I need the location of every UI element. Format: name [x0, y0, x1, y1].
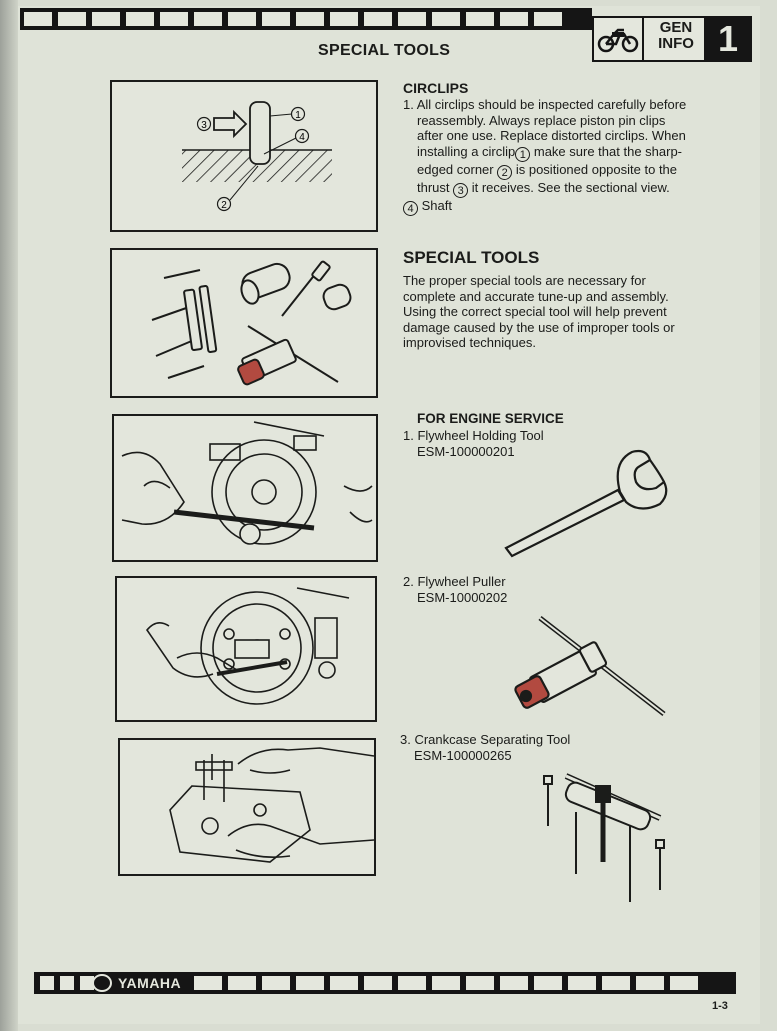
tab-label: GEN INFO — [648, 20, 704, 52]
tool-item-2-code: ESM-10000202 — [417, 589, 508, 605]
flywheel-holding-drawing — [121, 421, 373, 545]
figure-crankcase-separating-use — [118, 738, 376, 876]
tab-divider — [642, 18, 644, 60]
figure-flywheel-puller-use — [115, 576, 377, 722]
circlips-line-3: after one use. Replace distorted circlip… — [417, 128, 686, 143]
circlips-line-6a: thrust — [417, 179, 454, 195]
flywheel-puller-icon — [514, 616, 666, 716]
figure-special-tools — [110, 248, 378, 398]
page-number: 1-3 — [712, 1000, 728, 1012]
tool-item-2-name: 2. Flywheel Puller — [403, 574, 506, 589]
special-tools-line-1: The proper special tools are necessary f… — [403, 273, 646, 288]
motorcycle-icon — [597, 28, 639, 53]
tab-label-gen: GEN — [659, 19, 693, 36]
figure-flywheel-holding-use — [112, 414, 378, 562]
special-tools-line-3: Using the correct special tool will help… — [403, 304, 667, 319]
callout-circle-2: 2 — [497, 164, 513, 180]
special-tools-line-2: complete and accurate tune-up and assemb… — [403, 288, 669, 304]
callout-4: 4 — [299, 132, 305, 143]
tab-number: 1 — [704, 16, 752, 62]
yamaha-logo-icon — [92, 974, 112, 992]
top-border-strip — [20, 8, 592, 30]
figure-circlip-section: 1 4 2 3 — [110, 80, 378, 232]
tool-item-3-code: ESM-100000265 — [414, 747, 512, 763]
tab-label-info: INFO — [658, 35, 694, 52]
circlips-line-4a: installing a circlip — [417, 143, 516, 159]
engine-service-heading: FOR ENGINE SERVICE — [417, 411, 564, 426]
circlips-line-1: 1. All circlips should be inspected care… — [403, 97, 687, 112]
callout-circle-1: 1 — [515, 146, 531, 162]
special-tools-drawing — [151, 260, 352, 386]
circlip-diagram: 1 4 2 3 — [182, 101, 332, 212]
circlips-text: 1. All circlips should be inspected care… — [403, 97, 748, 216]
callout-circle-3: 3 — [453, 182, 469, 198]
special-tools-line-5: improvised techniques. — [403, 335, 536, 350]
circlips-line-5: edged corner 2 is positioned opposite to… — [403, 162, 748, 180]
flywheel-holding-tool-icon — [504, 449, 668, 558]
special-tools-heading: SPECIAL TOOLS — [403, 248, 540, 267]
tool-item-1: 1. Flywheel Holding Tool ESM-100000201 — [403, 428, 544, 459]
callout-3: 3 — [201, 120, 207, 131]
page-title: SPECIAL TOOLS — [318, 42, 451, 59]
circlips-line-4b: make sure that the sharp- — [530, 143, 683, 159]
tool-item-1-code: ESM-100000201 — [417, 443, 515, 459]
footer-brand: YAMAHA — [118, 975, 182, 991]
circlips-line-6b: it receives. See the sectional view. — [468, 179, 670, 195]
tool-item-2: 2. Flywheel Puller ESM-10000202 — [403, 574, 507, 605]
circlips-line-7-text: Shaft — [418, 197, 452, 213]
footer-brand-strip — [34, 972, 192, 994]
special-tools-text: The proper special tools are necessary f… — [403, 273, 748, 351]
callout-1: 1 — [295, 110, 301, 121]
tool-item-1-name: 1. Flywheel Holding Tool — [403, 428, 544, 443]
tool-item-3: 3. Crankcase Separating Tool ESM-1000002… — [400, 732, 570, 763]
circlips-line-6: thrust 3 it receives. See the sectional … — [403, 180, 748, 198]
callout-2: 2 — [221, 200, 227, 211]
circlips-heading: CIRCLIPS — [403, 80, 469, 96]
callout-circle-4: 4 — [403, 200, 418, 216]
bottom-border-strip — [190, 972, 736, 994]
crankcase-separating-tool-icon — [543, 773, 665, 902]
crankcase-separating-drawing — [169, 747, 374, 863]
page-edge-shadow — [0, 0, 18, 1031]
circlips-line-2: reassembly. Always replace piston pin cl… — [417, 112, 666, 128]
circlips-line-7: 4 Shaft — [403, 198, 748, 216]
flywheel-puller-drawing — [145, 587, 350, 705]
circlips-line-5b: is positioned opposite to the — [512, 161, 678, 177]
special-tools-line-4: damage caused by the use of improper too… — [403, 319, 675, 335]
circlips-line-5a: edged corner — [417, 161, 498, 177]
tool-item-3-name: 3. Crankcase Separating Tool — [400, 732, 571, 747]
